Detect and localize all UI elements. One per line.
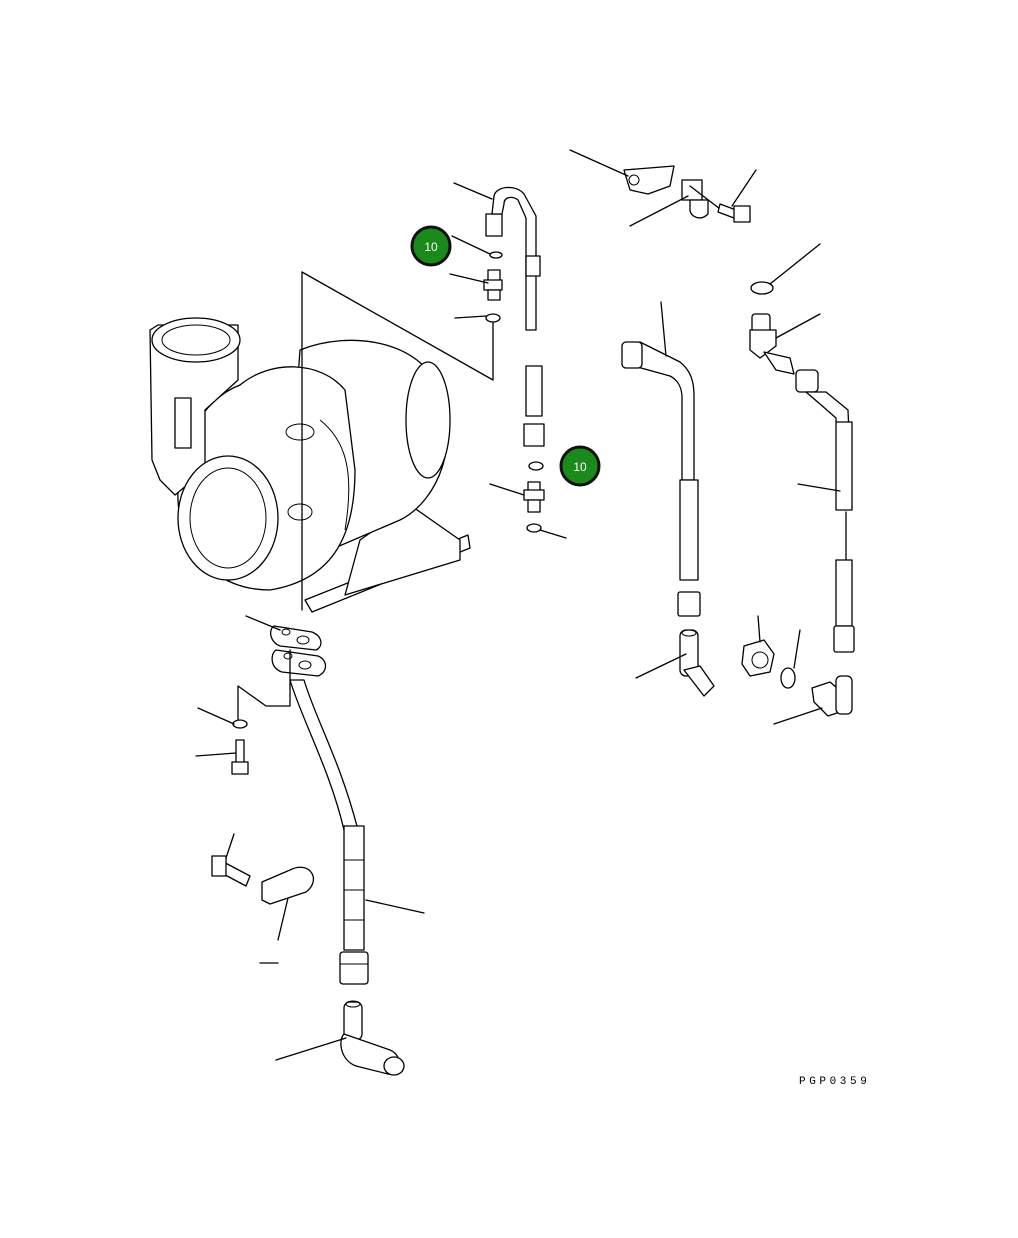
oil-inlet-hose bbox=[485, 186, 545, 447]
o-ring-right bbox=[750, 281, 774, 295]
union-fitting-lower bbox=[523, 481, 545, 513]
elbow-fitting-a bbox=[679, 629, 715, 697]
elbow-fitting-c bbox=[811, 675, 853, 717]
hose-bracket bbox=[623, 165, 709, 219]
flange-gaskets bbox=[269, 625, 327, 677]
drain-elbow bbox=[340, 1000, 405, 1076]
oil-hose-right-b bbox=[795, 369, 855, 653]
callout-badge[interactable]: 10 bbox=[559, 445, 601, 487]
callout-label: 10 bbox=[573, 460, 587, 474]
o-ring bbox=[489, 251, 503, 259]
union-fitting bbox=[483, 269, 503, 301]
oil-drain-hose bbox=[289, 679, 369, 985]
washer bbox=[232, 719, 248, 729]
bracket-bolt bbox=[717, 203, 751, 223]
callout-label: 10 bbox=[424, 240, 438, 254]
connector bbox=[741, 639, 775, 677]
callout-badge[interactable]: 10 bbox=[410, 225, 452, 267]
clamp-and-bolt bbox=[211, 855, 315, 905]
flange-bolt bbox=[231, 739, 249, 775]
oil-hose-right-a bbox=[621, 341, 701, 617]
turbocharger bbox=[149, 317, 471, 613]
drawing-code: PGP0359 bbox=[799, 1076, 871, 1088]
elbow-fitting-b bbox=[749, 313, 795, 375]
